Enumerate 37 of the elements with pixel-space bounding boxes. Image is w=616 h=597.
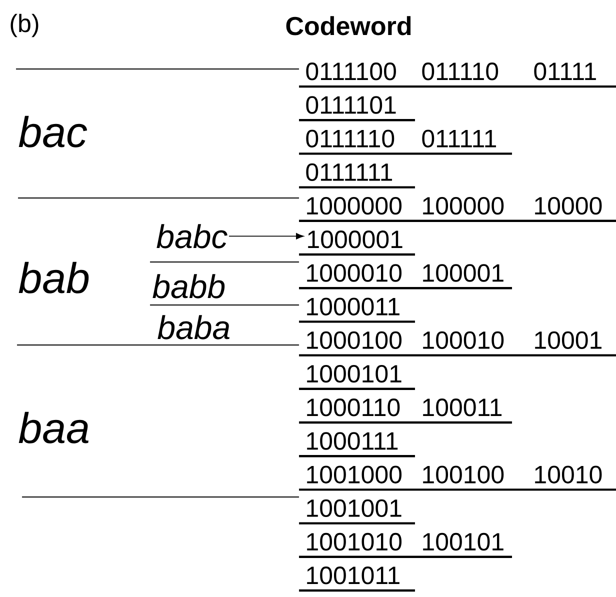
codeword: 0111110 [306,130,394,148]
codeword: 1000101 [307,364,402,383]
symbol-sequence: bac [18,116,88,148]
codeword: 10000 [535,196,602,215]
column-heading: Codeword [286,16,411,36]
codeword: 0111101 [306,96,396,114]
codeword: 100011 [423,398,502,416]
codeword: 1000001 [308,230,402,248]
codeword: 011111 [422,130,496,148]
codeword: 100000 [423,196,504,215]
symbol-sequence: bab [18,262,89,294]
panel-label: (b) [10,14,38,38]
arrow [228,233,304,240]
codeword: 1001011 [307,566,400,584]
codeword: 100001 [423,264,504,282]
codeword: 1000100 [307,331,402,350]
symbol-sequence: baa [18,412,88,444]
codeword: 100010 [423,331,504,350]
codeword: 1000010 [307,264,402,282]
symbol-sequence: babb [152,274,225,298]
codeword: 100100 [423,466,504,484]
codeword: 01111 [534,62,596,80]
codeword: 10001 [535,331,602,350]
symbol-sequence: babc [156,224,228,248]
codeword: 011110 [422,62,498,80]
codeword: 1000011 [307,298,400,316]
codeword: 1001010 [307,532,402,551]
codeword: 10010 [535,466,602,484]
codeword: 1001001 [307,499,402,518]
codeword: 0111100 [306,62,396,80]
codeword: 1000110 [307,398,400,416]
codeword: 1001000 [307,466,402,484]
codeword: 1000111 [307,432,398,450]
codeword: 0111111 [306,163,392,182]
codeword: 100101 [423,532,504,551]
symbol-sequence: baba [158,315,230,340]
codeword: 1000000 [307,196,402,215]
